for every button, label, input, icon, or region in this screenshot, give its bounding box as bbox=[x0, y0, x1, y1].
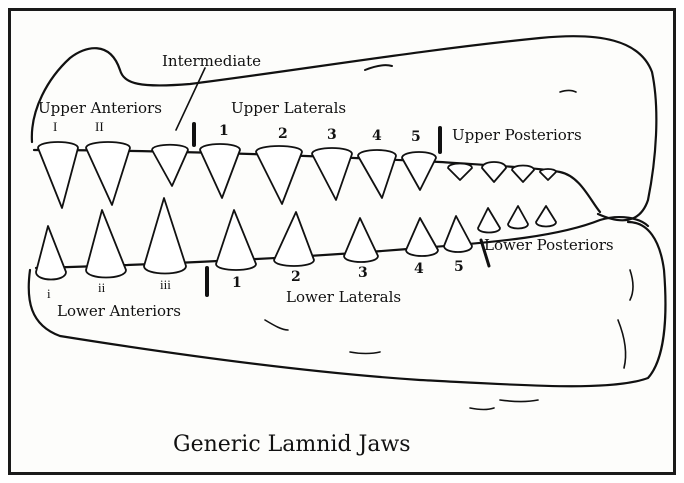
intermediate-pointer bbox=[176, 68, 205, 130]
lower-lateral-number-1: 1 bbox=[232, 276, 242, 290]
lower-tooth-ii bbox=[86, 210, 126, 278]
lower-posterior-2 bbox=[508, 206, 528, 229]
upper-lateral-number-1: 1 bbox=[219, 124, 229, 138]
lower-lateral-number-5: 5 bbox=[454, 260, 464, 274]
lower-tooth-i bbox=[36, 226, 66, 280]
label-upper-anteriors: Upper Anteriors bbox=[38, 101, 162, 116]
upper-tooth-3 bbox=[312, 148, 352, 200]
upper-lateral-number-2: 2 bbox=[278, 127, 288, 141]
lower-tooth-5 bbox=[444, 216, 472, 252]
upper-anterior-number-I: I bbox=[53, 120, 57, 133]
upper-tooth-intermediate bbox=[152, 145, 188, 186]
lower-lateral-number-3: 3 bbox=[358, 266, 368, 280]
upper-tooth-2 bbox=[256, 146, 302, 204]
upper-tooth-II bbox=[86, 142, 130, 205]
upper-lateral-number-3: 3 bbox=[327, 128, 337, 142]
label-upper-laterals: Upper Laterals bbox=[231, 101, 346, 116]
upper-lateral-number-5: 5 bbox=[411, 130, 421, 144]
upper-tooth-I bbox=[38, 142, 78, 208]
lower-anterior-number-iii: iii bbox=[160, 278, 171, 291]
lower-lateral-number-2: 2 bbox=[291, 270, 301, 284]
lower-tooth-2 bbox=[274, 212, 314, 266]
label-lower-laterals: Lower Laterals bbox=[286, 290, 401, 305]
upper-posterior-2 bbox=[482, 162, 506, 182]
upper-tooth-1 bbox=[200, 144, 240, 198]
upper-anterior-number-II: II bbox=[95, 120, 104, 133]
label-lower-anteriors: Lower Anteriors bbox=[57, 304, 181, 319]
lower-tooth-4 bbox=[406, 218, 438, 256]
label-lower-posteriors: Lower Posteriors bbox=[484, 238, 614, 253]
label-intermediate: Intermediate bbox=[162, 54, 261, 69]
lower-tooth-1 bbox=[216, 210, 256, 270]
upper-lateral-number-4: 4 bbox=[372, 129, 382, 143]
lower-anterior-number-i: i bbox=[47, 287, 51, 300]
figure-caption: Generic Lamnid Jaws bbox=[173, 434, 411, 456]
upper-posterior-1 bbox=[448, 164, 472, 181]
upper-posterior-3 bbox=[512, 166, 534, 183]
label-upper-posteriors: Upper Posteriors bbox=[452, 128, 582, 143]
lower-tooth-iii bbox=[144, 198, 186, 274]
lower-lateral-number-4: 4 bbox=[414, 262, 424, 276]
lower-posterior-1 bbox=[478, 208, 500, 233]
lower-posterior-3 bbox=[536, 206, 556, 227]
upper-posterior-4 bbox=[540, 169, 556, 180]
lower-anterior-number-ii: ii bbox=[98, 281, 105, 294]
upper-tooth-4 bbox=[358, 150, 396, 198]
upper-tooth-5 bbox=[402, 152, 436, 190]
lower-tooth-3 bbox=[344, 218, 378, 262]
